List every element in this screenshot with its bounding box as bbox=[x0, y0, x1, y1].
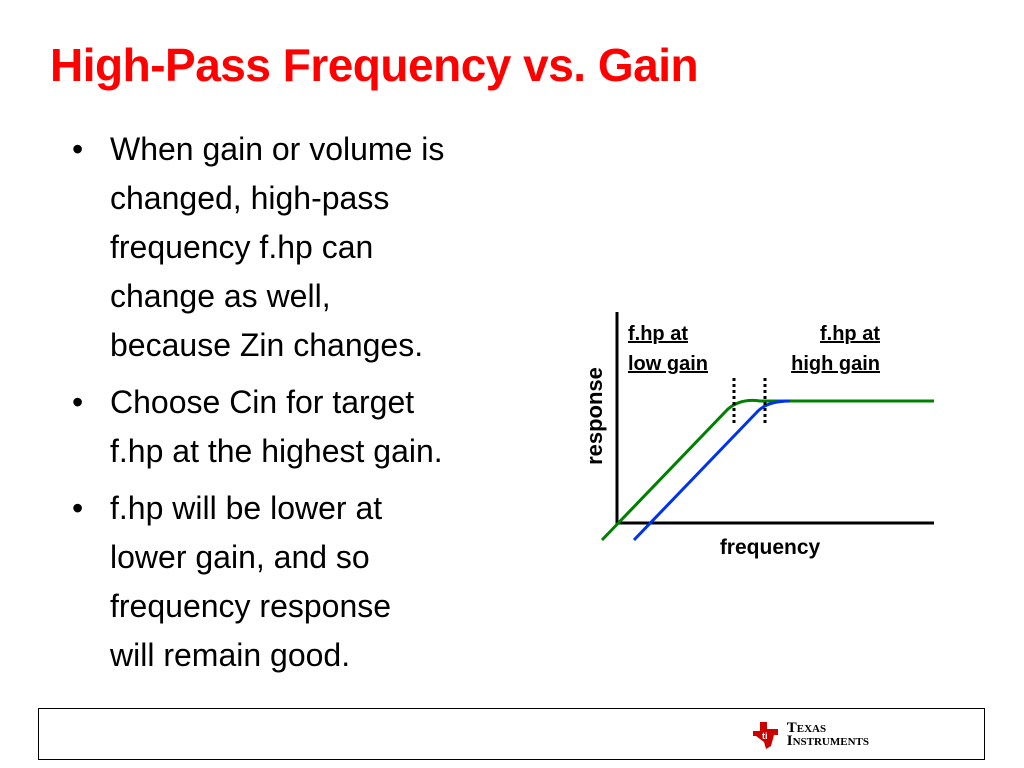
high-gain-response-curve bbox=[632, 399, 791, 542]
bullet-item-cin: • Choose Cin for target f.hp at the high… bbox=[68, 378, 538, 476]
slide-title: High-Pass Frequency vs. Gain bbox=[50, 39, 699, 91]
bullet-line: change as well, bbox=[110, 278, 331, 314]
svg-text:ti: ti bbox=[762, 731, 768, 741]
bullet-line: changed, high-pass bbox=[110, 180, 390, 216]
bullet-line: frequency response bbox=[110, 588, 392, 624]
y-axis-label: response bbox=[582, 367, 607, 465]
bullet-line: lower gain, and so bbox=[110, 539, 370, 575]
bullet-dot-icon: • bbox=[72, 490, 84, 526]
bullet-line: because Zin changes. bbox=[110, 327, 424, 363]
bullet-line: Choose Cin for target bbox=[110, 384, 415, 420]
bullet-item-zin: • When gain or volume is changed, high-p… bbox=[68, 125, 538, 370]
logo-line-instruments: Instruments bbox=[786, 733, 869, 749]
bullet-dot-icon: • bbox=[72, 384, 84, 420]
low-gain-response-curve bbox=[600, 398, 934, 542]
bullet-line: When gain or volume is bbox=[110, 131, 445, 167]
bullet-item-lower-gain: • f.hp will be lower at lower gain, and … bbox=[68, 484, 538, 680]
high-gain-label-line2: high gain bbox=[791, 353, 880, 375]
bullet-line: f.hp will be lower at bbox=[110, 490, 383, 526]
bullet-line: frequency f.hp can bbox=[110, 229, 374, 265]
logo-line-texas: Texas bbox=[786, 720, 827, 736]
bullet-line: will remain good. bbox=[110, 637, 351, 673]
bullet-dot-icon: • bbox=[72, 131, 84, 167]
high-gain-label-line1: f.hp at bbox=[820, 323, 880, 345]
bullet-list: • When gain or volume is changed, high-p… bbox=[68, 125, 538, 688]
ti-logo: ti Texas Instruments bbox=[751, 719, 869, 751]
low-gain-label-line1: f.hp at bbox=[628, 323, 688, 345]
ti-state-icon: ti bbox=[752, 722, 778, 749]
footer-bar: ti Texas Instruments bbox=[38, 708, 985, 760]
bullet-line: f.hp at the highest gain. bbox=[110, 433, 443, 469]
frequency-response-diagram: f.hp at low gain f.hp at high gain respo… bbox=[582, 312, 934, 559]
low-gain-label-line2: low gain bbox=[628, 353, 708, 375]
x-axis-label: frequency bbox=[720, 536, 821, 559]
